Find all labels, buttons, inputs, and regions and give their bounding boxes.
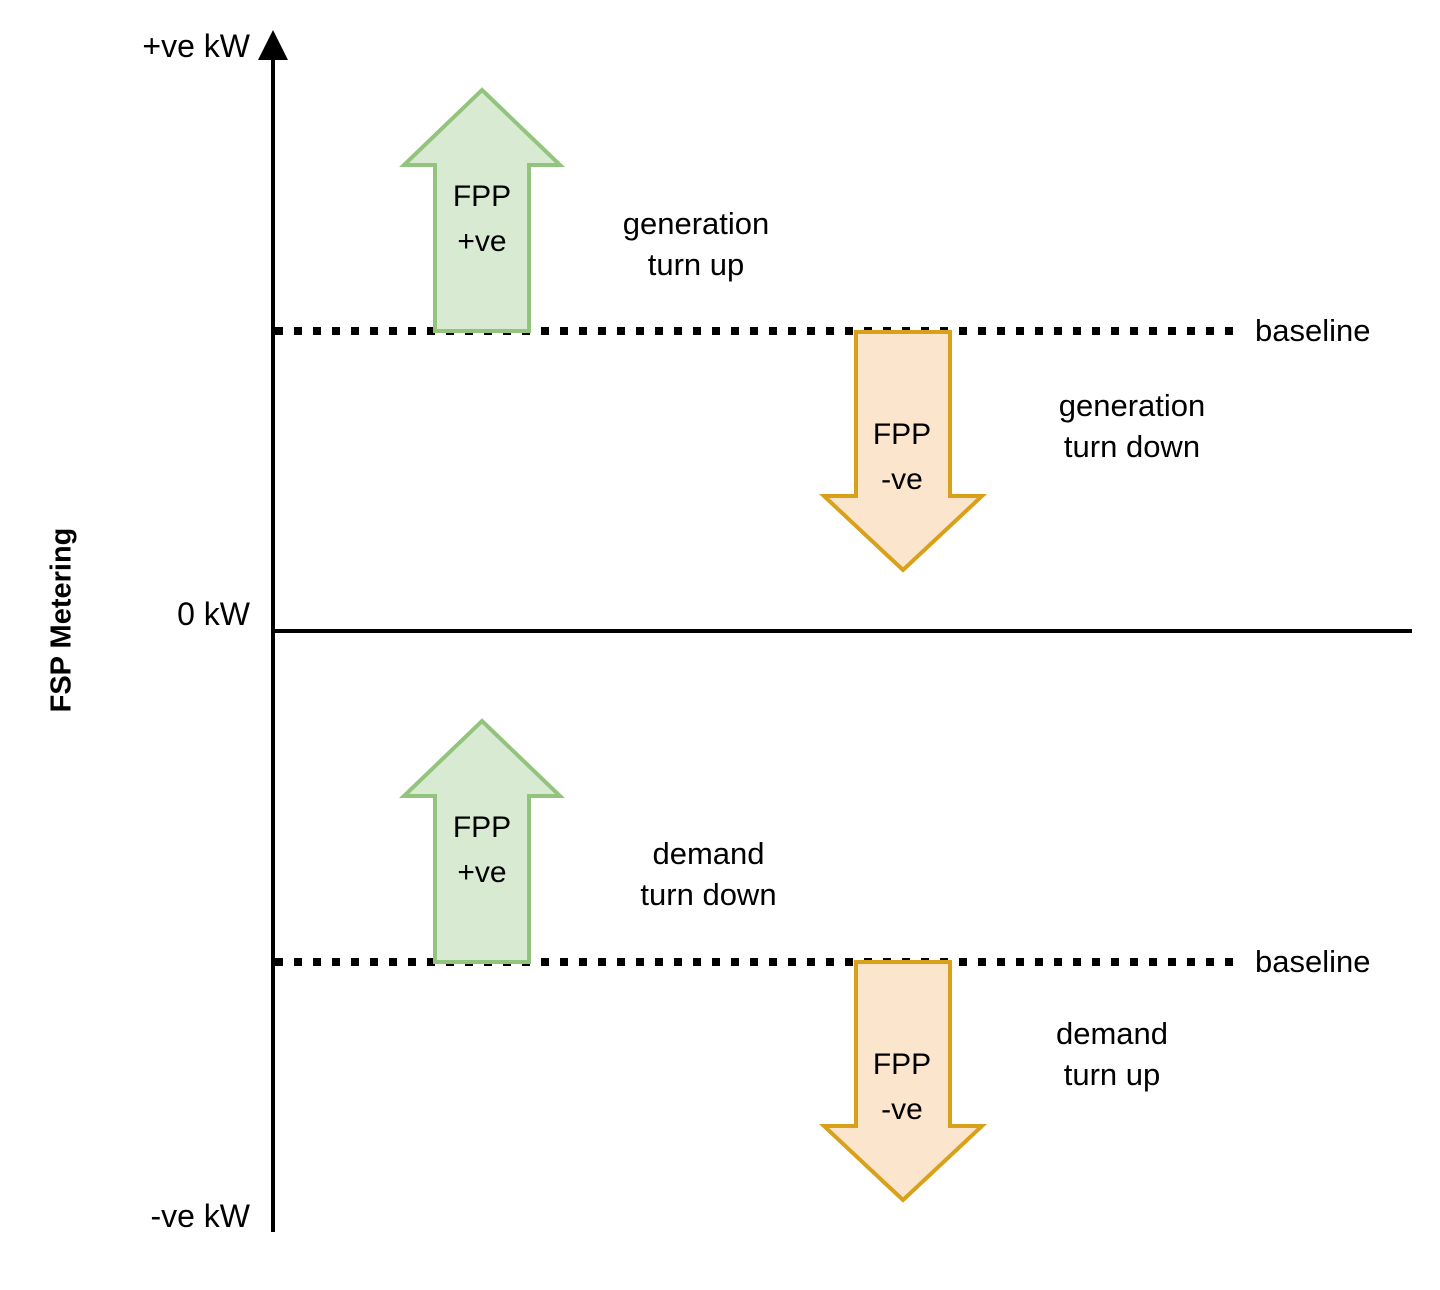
arrow-demand-turn-down-side-label: demand turn down: [566, 833, 851, 915]
arrow-up-green-shape: [399, 87, 565, 333]
arrow-generation-turn-up: [399, 86, 565, 334]
side-label-line2: turn down: [1063, 429, 1201, 464]
axis-label-positive-kw: +ve kW: [142, 28, 250, 64]
side-label-line1: generation: [622, 206, 770, 241]
side-label-line2: turn up: [647, 247, 745, 282]
axis-label-zero-kw: 0 kW: [177, 596, 250, 632]
arrow-demand-turn-up-side-label: demand turn up: [972, 1013, 1252, 1095]
arrow-down-orange-shape: [818, 330, 988, 573]
side-label-line2: turn down: [640, 877, 777, 912]
arrow-generation-turn-up-side-label: generation turn up: [556, 203, 836, 285]
arrow-demand-turn-down: [399, 717, 565, 965]
axis-label-negative-kw: -ve kW: [150, 1198, 250, 1234]
baseline-line-generation: [275, 327, 1237, 335]
arrow-generation-turn-down: [818, 330, 988, 574]
y-axis-title: FSP Metering: [45, 527, 78, 713]
side-label-line1: demand: [652, 836, 765, 871]
arrow-up-green-shape: [399, 718, 565, 964]
side-label-line1: generation: [1058, 388, 1206, 423]
side-label-line2: turn up: [1063, 1057, 1161, 1092]
zero-kw-axis-line: [271, 629, 1412, 633]
baseline-line-demand: [275, 958, 1237, 966]
arrow-generation-turn-down-side-label: generation turn down: [972, 385, 1292, 467]
arrow-demand-turn-up: [818, 960, 988, 1204]
arrow-down-orange-shape: [818, 960, 988, 1203]
side-label-line1: demand: [1055, 1016, 1169, 1051]
baseline-label-demand: baseline: [1255, 944, 1371, 979]
y-axis-line: [271, 48, 275, 1232]
baseline-label-generation: baseline: [1255, 313, 1371, 348]
